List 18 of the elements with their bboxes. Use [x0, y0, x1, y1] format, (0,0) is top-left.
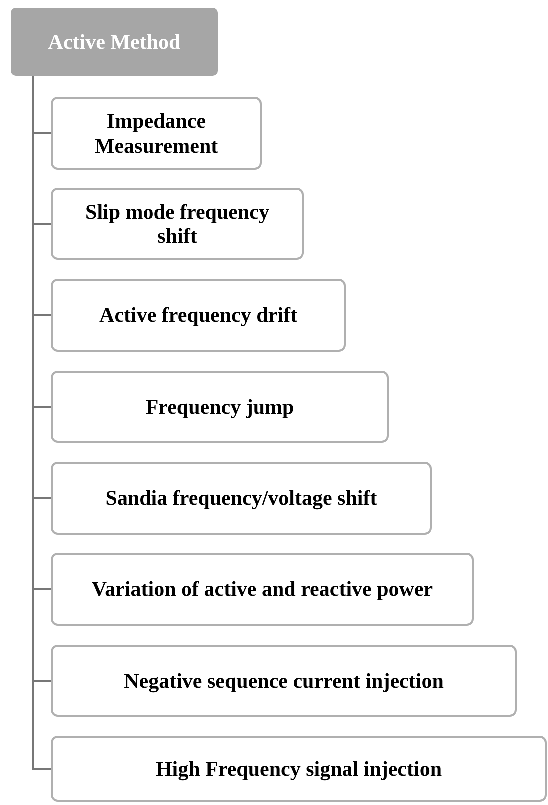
method-box — [51, 371, 389, 443]
method-box — [51, 97, 262, 170]
root-box — [11, 8, 218, 76]
box-label: Variation of active and reactive power — [92, 577, 434, 602]
box-label: Active frequency drift — [100, 303, 298, 328]
box-label: Impedance Measurement — [94, 109, 220, 158]
box-label: Slip mode frequency shift — [84, 200, 270, 248]
method-box — [51, 736, 547, 802]
box-label: Frequency jump — [146, 394, 294, 420]
box-label: Negative sequence current injection — [124, 668, 444, 694]
box-label: High Frequency signal injection — [156, 756, 442, 782]
method-box — [51, 553, 474, 626]
method-box — [51, 279, 346, 352]
box-label: Sandia frequency/voltage shift — [106, 486, 378, 511]
method-box — [51, 188, 304, 260]
method-box — [51, 645, 517, 717]
method-box — [51, 462, 432, 535]
box-label: Active Method — [48, 30, 181, 54]
